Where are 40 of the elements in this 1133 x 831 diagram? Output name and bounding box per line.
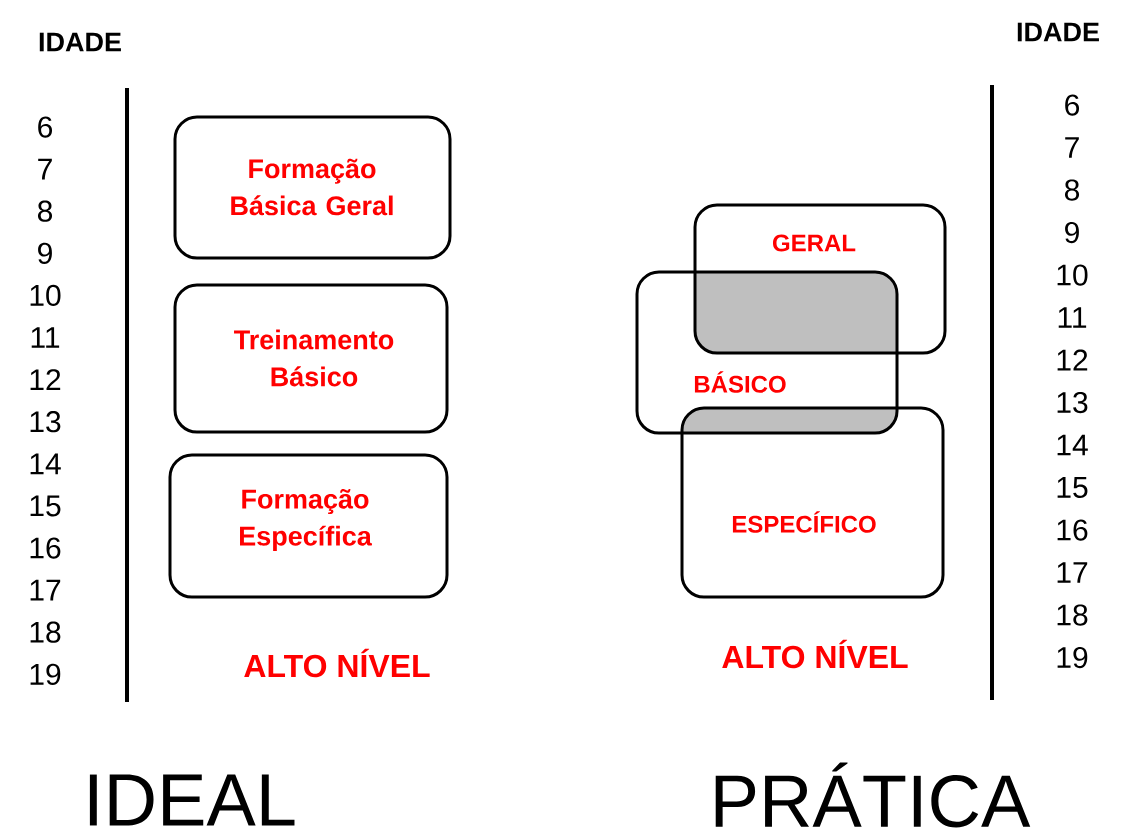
age-number: 14 [1057,434,1088,456]
age-number: 7 [38,158,52,180]
age-number: 13 [1057,391,1088,414]
age-number: 13 [30,411,61,433]
level-label: ALTO NÍVEL [244,648,430,678]
age-number: 12 [30,369,61,391]
age-number: 9 [1065,221,1079,244]
age-number: 19 [30,663,61,685]
age-number: 6 [38,116,53,138]
age-number: 9 [38,242,52,264]
age-number: 18 [1057,604,1088,626]
age-number: 7 [1065,137,1079,158]
age-number: 19 [1057,646,1088,669]
rounded-box: Formação Básica Geral [173,115,452,260]
age-number: 8 [1064,179,1080,201]
age-number: 16 [1057,519,1088,541]
age-number: 17 [30,579,61,601]
age-number: 15 [30,495,61,517]
axis-title: IDADE [1017,22,1099,42]
age-number: 6 [1065,94,1080,116]
rounded-box: Formação Específica [168,453,449,599]
age-number: 12 [1057,349,1088,371]
age-number: 10 [30,284,61,307]
age-number: 11 [1058,307,1087,328]
rounded-box: BÁSICO [635,270,899,435]
age-number: 16 [30,537,61,559]
age-number: 18 [30,621,61,643]
age-number: 11 [31,327,60,348]
age-number: 14 [30,453,61,475]
rounded-box: ESPECÍFICO [680,406,945,599]
age-number: 15 [1057,477,1088,498]
age-number: 10 [1057,264,1088,286]
age-number: 17 [1057,562,1088,583]
axis-title: IDADE [39,32,121,52]
panel-title: PRÁTICA [715,762,1031,828]
age-number: 8 [37,200,53,222]
rounded-box: GERAL [693,203,947,355]
level-label: ALTO NÍVEL [722,639,908,669]
panel-title: IDEAL [89,774,295,826]
rounded-box: Treinamento Básico [173,283,449,434]
